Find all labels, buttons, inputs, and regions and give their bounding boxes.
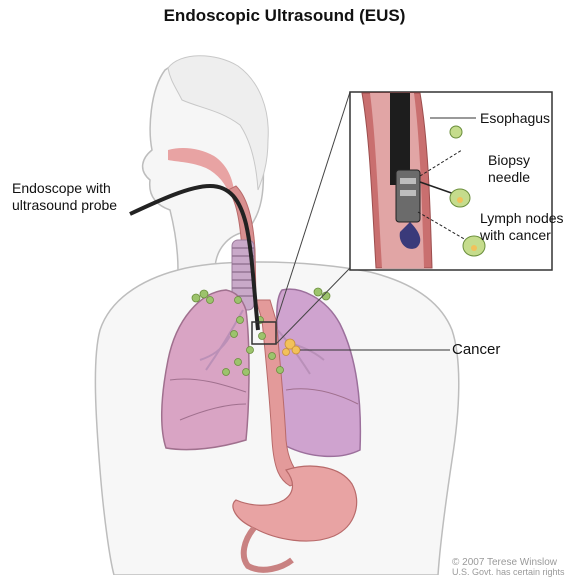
copyright-line-2: U.S. Govt. has certain rights	[452, 567, 565, 577]
copyright-notice: © 2007 Terese Winslow U.S. Govt. has cer…	[452, 557, 565, 577]
endoscope-label: Endoscope with ultrasound probe	[12, 180, 117, 214]
cancer-label: Cancer	[452, 341, 500, 359]
biopsy-needle-label: Biopsy needle	[488, 152, 530, 186]
lymph-nodes-label: Lymph nodes with cancer	[480, 210, 564, 244]
esophagus-label: Esophagus	[480, 110, 550, 127]
